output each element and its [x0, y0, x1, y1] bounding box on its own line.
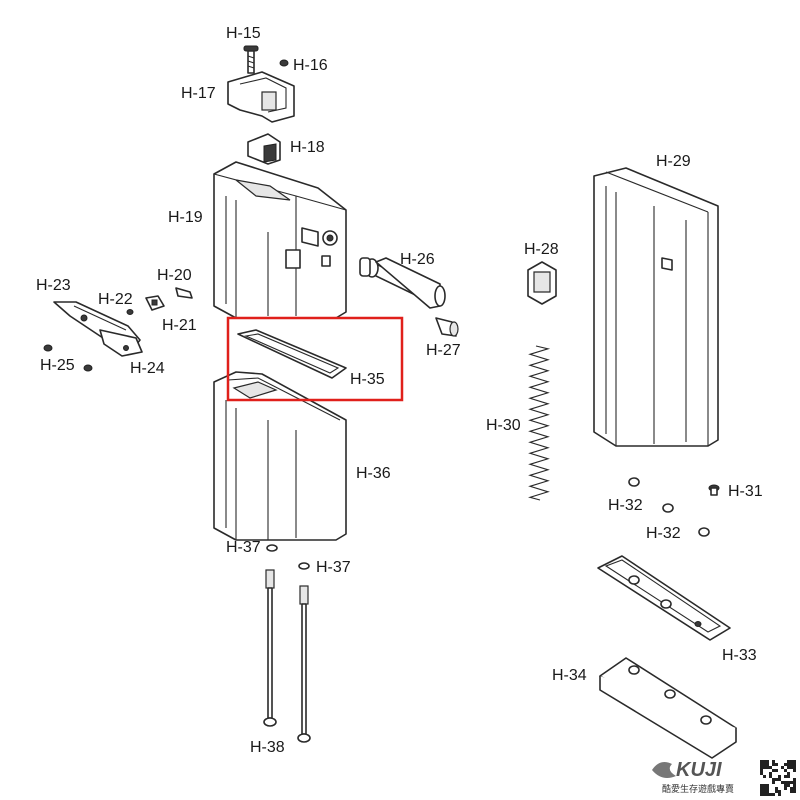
label-h15: H-15: [226, 25, 261, 42]
part-h31-screw: [708, 484, 720, 496]
part-h20-pin: [175, 287, 193, 299]
part-h22-screw: [126, 309, 134, 315]
part-h35-gasket: [237, 329, 347, 379]
label-h34: H-34: [552, 667, 587, 684]
label-h26: H-26: [400, 251, 435, 268]
part-h24-plate: [99, 329, 143, 357]
part-h17-bracket: [227, 71, 295, 123]
part-h37-washers: [266, 544, 310, 570]
part-h29-magazine-body: [593, 167, 719, 447]
label-h23: H-23: [36, 277, 71, 294]
label-h31: H-31: [728, 483, 763, 500]
label-h20: H-20: [157, 267, 192, 284]
label-h18: H-18: [290, 139, 325, 156]
label-h32-b: H-32: [646, 525, 681, 542]
part-h38-bolts: [263, 569, 311, 743]
part-h33-base-plate: [597, 555, 731, 641]
svg-text:酷愛生存遊戲專賣: 酷愛生存遊戲專賣: [662, 783, 734, 794]
qr-code-icon: [760, 760, 796, 796]
part-h21-block: [145, 295, 165, 311]
part-h19-upper-housing: [213, 161, 347, 319]
part-h28-follower: [527, 261, 557, 305]
label-h38: H-38: [250, 739, 285, 756]
label-h37-b: H-37: [316, 559, 351, 576]
label-h21: H-21: [162, 317, 197, 334]
part-h27-plug: [435, 317, 459, 337]
label-h33: H-33: [722, 647, 757, 664]
label-h24: H-24: [130, 360, 165, 377]
label-h29: H-29: [656, 153, 691, 170]
highlight-box: [226, 316, 404, 402]
part-h34-base: [599, 657, 737, 759]
label-h16: H-16: [293, 57, 328, 74]
part-h36-lower-housing: [213, 371, 347, 541]
label-h28: H-28: [524, 241, 559, 258]
label-h35: H-35: [350, 371, 385, 388]
part-h32-screws: [628, 477, 710, 537]
part-h15-screw: [243, 45, 259, 74]
label-h19: H-19: [168, 209, 203, 226]
label-h22: H-22: [98, 291, 133, 308]
label-h17: H-17: [181, 85, 216, 102]
label-h27: H-27: [426, 342, 461, 359]
label-h25: H-25: [40, 357, 75, 374]
part-h16-screw: [279, 59, 289, 67]
brand-logo: KUJI 酷愛生存遊戲專賣: [652, 759, 734, 794]
part-h25-screws: [43, 344, 93, 372]
label-h30: H-30: [486, 417, 521, 434]
label-h32-a: H-32: [608, 497, 643, 514]
part-h30-spring: [528, 345, 551, 501]
part-h26-cylinder: [359, 257, 446, 309]
part-h18-catch: [247, 133, 281, 165]
label-h37-a: H-37: [226, 539, 261, 556]
label-h36: H-36: [356, 465, 391, 482]
svg-text:KUJI: KUJI: [676, 759, 722, 781]
